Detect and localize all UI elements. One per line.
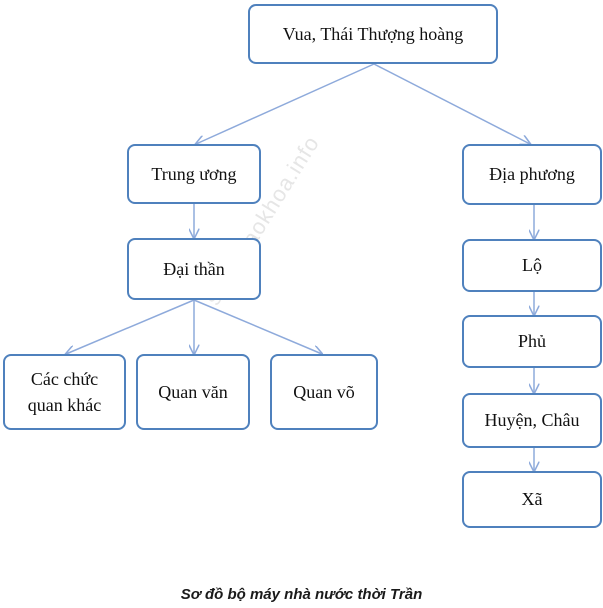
node-king: Vua, Thái Thượng hoàng (248, 4, 498, 64)
node-xa: Xã (462, 471, 602, 528)
node-phu: Phủ (462, 315, 602, 368)
node-civil-officials-label: Quan văn (158, 381, 228, 402)
node-lo-label: Lộ (522, 255, 542, 276)
node-central: Trung ương (127, 144, 261, 204)
node-central-label: Trung ương (151, 163, 237, 184)
node-military-officials: Quan võ (270, 354, 378, 430)
node-minister: Đại thần (127, 238, 261, 300)
arrow-king-to-central (196, 63, 375, 144)
arrow-king-to-local (373, 63, 530, 144)
node-phu-label: Phủ (517, 331, 546, 352)
node-xa-label: Xã (521, 489, 543, 510)
diagram-caption: Sơ đồ bộ máy nhà nước thời Trần (180, 586, 423, 603)
node-local-label: Địa phương (489, 164, 575, 185)
node-local: Địa phương (462, 144, 602, 205)
node-military-officials-label: Quan võ (293, 381, 355, 402)
node-huyen-chau-label: Huyện, Châu (484, 410, 580, 431)
node-minister-label: Đại thần (163, 258, 225, 279)
node-civil-officials: Quan văn (136, 354, 250, 430)
node-other-officials: Các chức quan khác (3, 354, 126, 430)
node-other-officials-label: Các chức quan khác (27, 368, 102, 415)
arrow-minister-to-military (193, 299, 322, 354)
node-huyen-chau: Huyện, Châu (462, 393, 602, 448)
node-king-label: Vua, Thái Thượng hoàng (282, 23, 464, 44)
arrow-minister-to-other (66, 299, 195, 354)
node-lo: Lộ (462, 239, 602, 292)
